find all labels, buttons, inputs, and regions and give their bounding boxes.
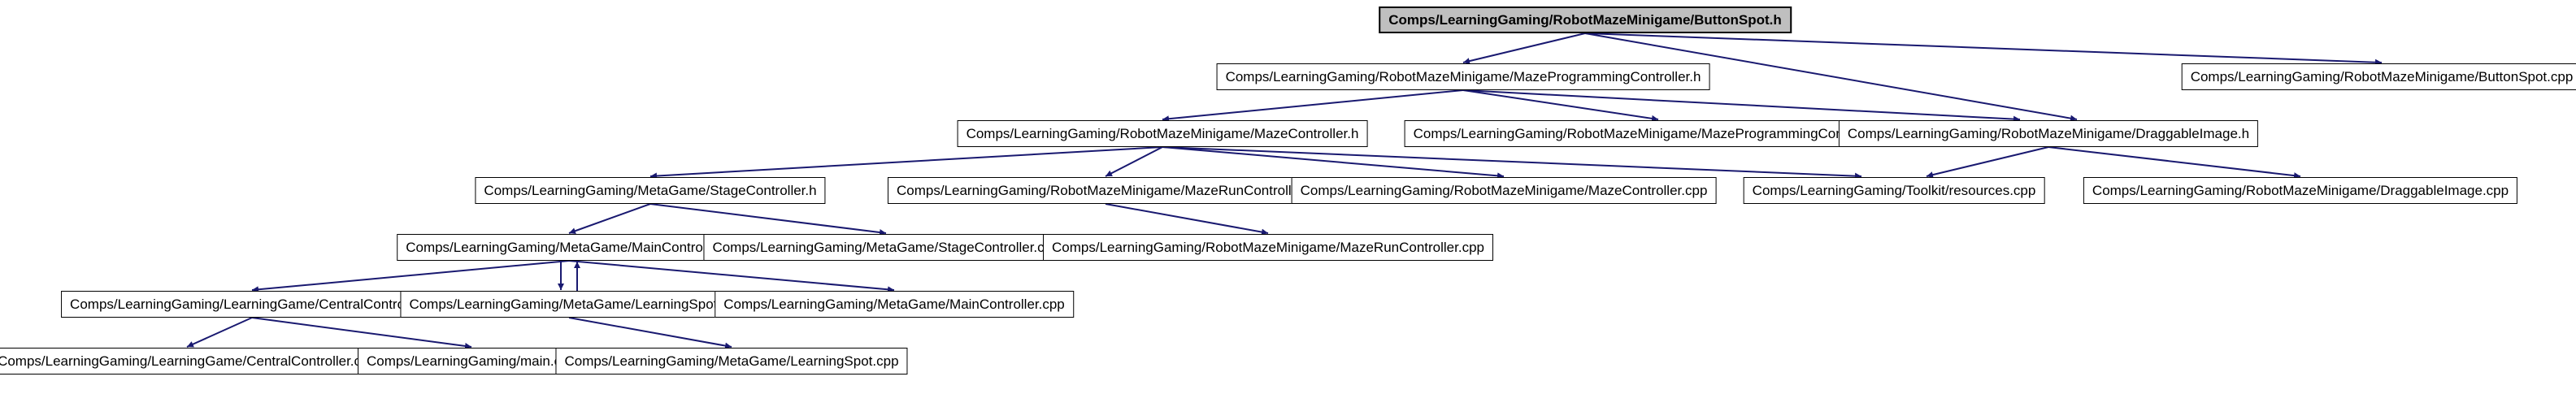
edge-centralcontroller-h--main-cpp [251, 317, 472, 349]
graph-node-mazeprogrammingcontroller-h[interactable]: Comps/LearningGaming/RobotMazeMinigame/M… [1216, 63, 1710, 90]
graph-node-mazecontroller-h[interactable]: Comps/LearningGaming/RobotMazeMinigame/M… [957, 120, 1368, 147]
edge-mazecontroller-h--resources-cpp [1162, 146, 1862, 180]
graph-node-learningspot-cpp[interactable]: Comps/LearningGaming/MetaGame/LearningSp… [555, 348, 908, 375]
graph-node-mazecontroller-cpp[interactable]: Comps/LearningGaming/RobotMazeMinigame/M… [1291, 177, 1717, 204]
edge-mazeprogrammingcontroller-h--draggableimage-h [1462, 89, 2021, 123]
edge-mazeprogrammingcontroller-h--mazeprogrammingcontroller-cpp [1462, 89, 1659, 122]
edge-learningspot-h--learningspot-cpp [568, 317, 732, 349]
graph-node-buttonspot-cpp[interactable]: Comps/LearningGaming/RobotMazeMinigame/B… [2181, 63, 2576, 90]
edge-mazecontroller-h--stagecontroller-h [649, 146, 1163, 180]
edge-buttonspot-h--draggableimage-h [1584, 32, 2078, 122]
graph-node-draggableimage-cpp[interactable]: Comps/LearningGaming/RobotMazeMinigame/D… [2083, 177, 2518, 204]
edge-stagecontroller-h--stagecontroller-cpp [649, 203, 887, 236]
edge-buttonspot-h--buttonspot-cpp [1584, 32, 2383, 66]
graph-node-stagecontroller-cpp[interactable]: Comps/LearningGaming/MetaGame/StageContr… [703, 234, 1069, 261]
edge-maincontroller-h--centralcontroller-h [251, 260, 570, 293]
graph-node-draggableimage-h[interactable]: Comps/LearningGaming/RobotMazeMinigame/D… [1838, 120, 2259, 147]
edge-mazecontroller-h--mazecontroller-cpp [1162, 146, 1505, 180]
graph-node-main-cpp[interactable]: Comps/LearningGaming/main.cpp [358, 348, 585, 375]
edge-buttonspot-h--mazeprogrammingcontroller-h [1462, 32, 1586, 65]
edge-mazecontroller-h--mazeruncontroller-h [1105, 146, 1163, 177]
edge-maincontroller-h--maincontroller-cpp [568, 260, 895, 293]
edge-draggableimage-h--draggableimage-cpp [2048, 146, 2301, 180]
graph-node-maincontroller-h[interactable]: Comps/LearningGaming/MetaGame/MainContro… [397, 234, 741, 261]
graph-node-learningspot-h[interactable]: Comps/LearningGaming/MetaGame/LearningSp… [400, 291, 738, 318]
edge-stagecontroller-h--maincontroller-h [568, 203, 651, 235]
graph-node-buttonspot-h: Comps/LearningGaming/RobotMazeMinigame/B… [1379, 6, 1792, 33]
graph-node-mazeprogrammingcontroller-cpp[interactable]: Comps/LearningGaming/RobotMazeMinigame/M… [1404, 120, 1913, 147]
edge-mazeprogrammingcontroller-h--mazecontroller-h [1162, 89, 1464, 123]
graph-node-resources-cpp[interactable]: Comps/LearningGaming/Toolkit/resources.c… [1743, 177, 2045, 204]
graph-node-mazeruncontroller-cpp[interactable]: Comps/LearningGaming/RobotMazeMinigame/M… [1043, 234, 1493, 261]
edge-draggableimage-h--resources-cpp [1926, 146, 2049, 179]
graph-node-centralcontroller-cpp[interactable]: Comps/LearningGaming/LearningGame/Centra… [0, 348, 385, 375]
graph-node-mazeruncontroller-h[interactable]: Comps/LearningGaming/RobotMazeMinigame/M… [887, 177, 1324, 204]
graph-node-centralcontroller-h[interactable]: Comps/LearningGaming/LearningGame/Centra… [61, 291, 443, 318]
edge-mazeruncontroller-h--mazeruncontroller-cpp [1105, 203, 1269, 236]
graph-node-stagecontroller-h[interactable]: Comps/LearningGaming/MetaGame/StageContr… [475, 177, 826, 204]
edge-centralcontroller-h--centralcontroller-cpp [186, 317, 253, 348]
graph-node-maincontroller-cpp[interactable]: Comps/LearningGaming/MetaGame/MainContro… [715, 291, 1074, 318]
